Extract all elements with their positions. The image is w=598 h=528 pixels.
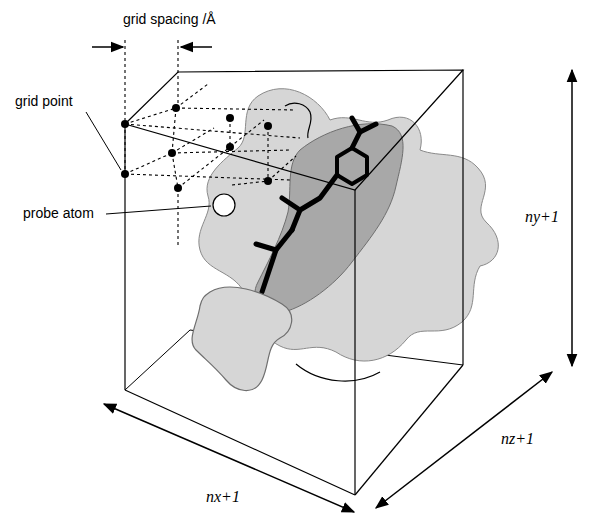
- leader-line: [106, 206, 211, 214]
- dimension-arrow: [571, 70, 573, 366]
- grid-points: [121, 104, 272, 192]
- dimension-label: grid spacing /Å: [122, 12, 217, 27]
- spacing-arrow: [92, 46, 123, 48]
- spacing-arrow: [181, 46, 212, 48]
- dimension-label: nx+1: [205, 488, 241, 506]
- dimension-label: nz+1: [500, 430, 535, 448]
- dimension-label: ny+1: [524, 208, 560, 226]
- protein-front-loop: [192, 287, 292, 391]
- binding-pocket: [255, 124, 403, 313]
- dimension-arrow: [104, 404, 354, 512]
- grid-lines: [125, 40, 300, 245]
- dimension-arrow: [376, 372, 552, 508]
- protein-edge-line: [285, 103, 311, 138]
- ligand-structure: [256, 118, 376, 292]
- callout-label: grid point: [14, 94, 74, 109]
- leader-line: [86, 112, 121, 170]
- callout-label: probe atom: [22, 206, 95, 221]
- probe-atom: [213, 194, 235, 216]
- grid-box-edges: [125, 70, 463, 495]
- protein-edge-line: [296, 364, 380, 381]
